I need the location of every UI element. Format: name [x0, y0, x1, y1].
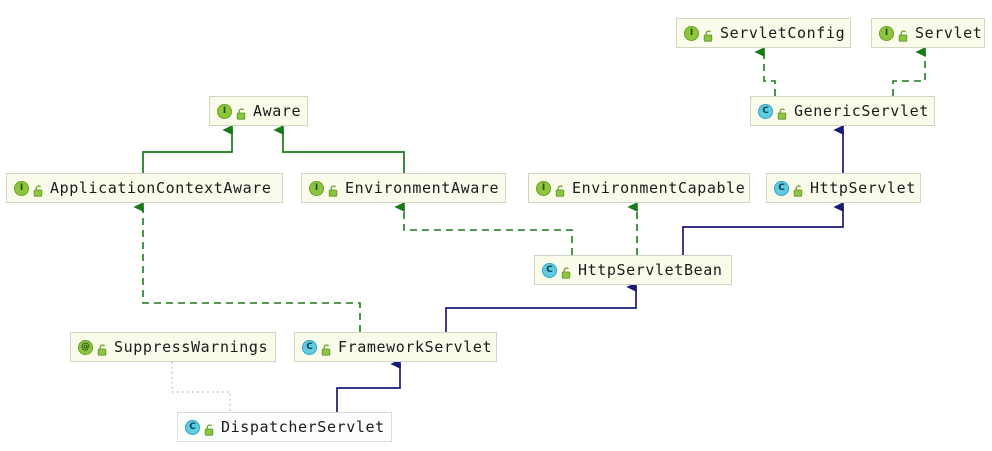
- interface-icon: I: [217, 103, 232, 119]
- node-aware[interactable]: I Aware: [209, 96, 308, 126]
- node-httpservlet[interactable]: C HttpServlet: [766, 173, 921, 203]
- edge-applicationcontextaware-extends-aware: [142, 124, 233, 173]
- public-lock-icon: [33, 182, 44, 197]
- node-environmentaware[interactable]: I EnvironmentAware: [301, 173, 506, 203]
- node-httpservletbean[interactable]: C HttpServletBean: [534, 255, 732, 285]
- edge-environmentaware-extends-aware: [273, 124, 405, 173]
- interface-icon: I: [536, 180, 551, 196]
- public-lock-icon: [777, 105, 788, 120]
- public-lock-icon: [555, 182, 566, 197]
- edge-httpservletbean-implements-environmentaware: [394, 201, 573, 255]
- class-icon: C: [774, 180, 789, 196]
- class-icon: C: [542, 262, 557, 278]
- node-applicationcontextaware[interactable]: I ApplicationContextAware: [6, 173, 283, 203]
- edge-dispatcherservlet-annotated-suppresswarnings: [171, 362, 231, 412]
- node-label: HttpServletBean: [578, 261, 723, 279]
- class-icon: C: [185, 419, 200, 435]
- node-label: ApplicationContextAware: [50, 179, 272, 197]
- edge-frameworkservlet-extends-httpservletbean: [445, 281, 637, 332]
- edge-genericservlet-implements-servletconfig: [754, 46, 776, 96]
- public-lock-icon: [898, 27, 909, 42]
- node-label: EnvironmentAware: [345, 179, 500, 197]
- node-label: Aware: [253, 102, 302, 120]
- node-label: ServletConfig: [720, 24, 846, 42]
- class-icon: C: [758, 103, 773, 119]
- public-lock-icon: [236, 105, 247, 120]
- node-servletconfig[interactable]: I ServletConfig: [676, 18, 851, 48]
- node-dispatcherservlet[interactable]: C DispatcherServlet: [177, 412, 392, 442]
- edge-dispatcherservlet-extends-frameworkservlet: [336, 358, 401, 412]
- class-icon: C: [302, 339, 317, 355]
- node-label: DispatcherServlet: [221, 418, 385, 436]
- edge-frameworkservlet-implements-applicationcontextaware: [133, 201, 361, 332]
- node-suppresswarnings[interactable]: @ SuppressWarnings: [70, 332, 276, 362]
- public-lock-icon: [321, 341, 332, 356]
- public-lock-icon: [703, 27, 714, 42]
- node-label: SuppressWarnings: [114, 338, 269, 356]
- public-lock-icon: [561, 264, 572, 279]
- annotation-icon: @: [78, 339, 93, 355]
- interface-icon: I: [684, 25, 699, 41]
- interface-icon: I: [879, 25, 894, 41]
- edge-genericservlet-implements-servlet: [892, 46, 926, 96]
- edge-httpservletbean-extends-httpservlet: [682, 201, 844, 255]
- interface-icon: I: [14, 180, 29, 196]
- node-label: HttpServlet: [810, 179, 916, 197]
- node-label: GenericServlet: [794, 102, 929, 120]
- public-lock-icon: [328, 182, 339, 197]
- node-frameworkservlet[interactable]: C FrameworkServlet: [294, 332, 497, 362]
- node-label: FrameworkServlet: [338, 338, 493, 356]
- node-label: EnvironmentCapable: [572, 179, 746, 197]
- interface-icon: I: [309, 180, 324, 196]
- node-genericservlet[interactable]: C GenericServlet: [750, 96, 935, 126]
- node-environmentcapable[interactable]: I EnvironmentCapable: [528, 173, 750, 203]
- public-lock-icon: [97, 341, 108, 356]
- public-lock-icon: [204, 421, 215, 436]
- node-servlet[interactable]: I Servlet: [871, 18, 985, 48]
- node-label: Servlet: [915, 24, 983, 42]
- public-lock-icon: [793, 182, 804, 197]
